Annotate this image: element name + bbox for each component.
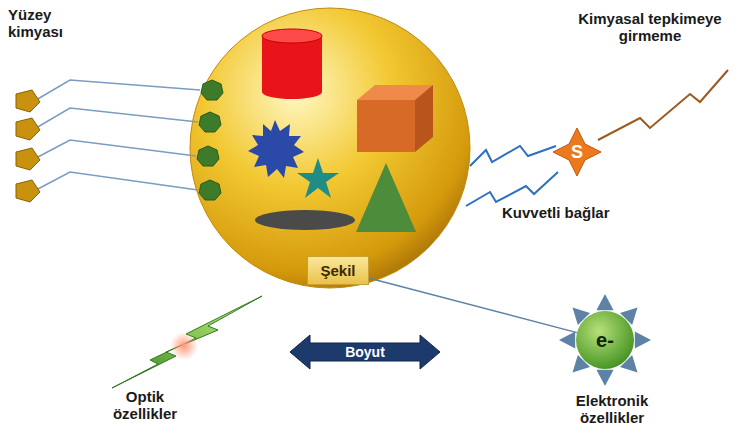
green-triangle [356,163,416,232]
feature-label: Kimyasal tepkimeye girmeme [565,10,735,44]
feature-label: Optik özellikler [100,388,190,422]
electron-ray [559,331,575,348]
surface-ligands [36,80,200,190]
electron-circle: e- [576,311,634,369]
bond-lines [466,146,558,206]
electron-ray [635,331,651,348]
orange-box [357,85,433,152]
ligand-heads [16,90,40,202]
grey-disc [255,210,355,230]
reaction-line [598,70,728,140]
leader-connector [369,278,577,333]
size-arrow: Boyut [290,335,440,369]
electron-ray [596,370,613,386]
shape-box: Şekil [307,256,368,285]
lightning-bolt [112,296,262,388]
feature-label: Kuvvetli bağlar [502,204,662,221]
electron-ray [596,294,613,310]
node-text: e- [596,329,614,352]
feature-label: Yüzey kimyası [8,6,90,40]
nanoparticle-sphere [190,8,470,288]
star-shape [553,128,601,176]
electron-rays [559,294,651,386]
red-cylinder [262,29,322,99]
double-arrow-shape [290,335,440,369]
reactivity-star: S [553,128,601,176]
feature-label: Elektronik özellikler [562,392,662,426]
node-text: S [571,142,583,163]
ligand-anchors [197,80,223,200]
blue-burst [248,120,304,178]
teal-star [297,158,339,198]
node-text: Şekil [320,262,355,279]
node-text: Boyut [345,344,385,360]
